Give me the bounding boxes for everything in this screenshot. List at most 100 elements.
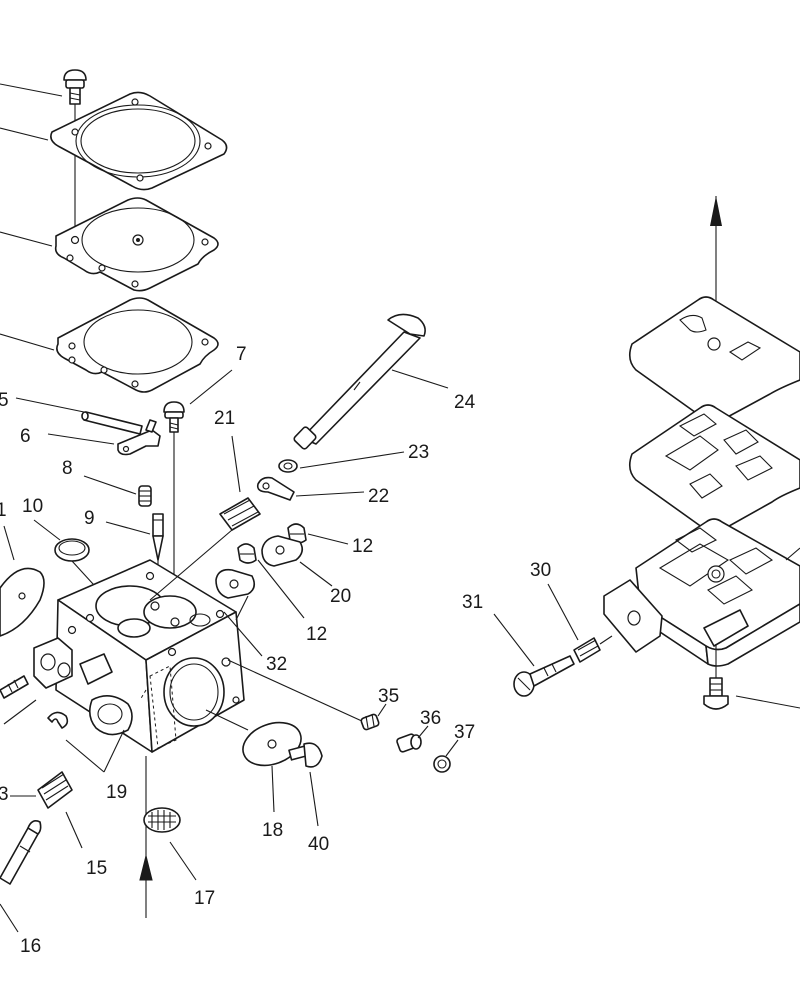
- right-gasket-middle: [628, 404, 800, 533]
- callout-12a: 12: [352, 536, 373, 557]
- adjust-spring: [37, 771, 73, 809]
- leader-19: [103, 729, 125, 773]
- leader-18: [271, 765, 275, 813]
- throttle-disc-18: [242, 721, 302, 767]
- leader-17: [169, 841, 197, 881]
- callout-19: 19: [106, 782, 127, 803]
- flow-arrow-left-outline: [139, 855, 153, 881]
- callout-20: 20: [330, 586, 351, 607]
- leader-16: [0, 903, 19, 933]
- leader-30: [547, 583, 579, 641]
- callout-16: 16: [20, 936, 41, 957]
- idle-screw: [0, 675, 29, 699]
- leader-12b: [257, 559, 305, 619]
- shaft-washer: [278, 459, 298, 473]
- callout-37: 37: [454, 722, 475, 743]
- throttle-spring: [219, 497, 261, 531]
- callout-15: 15: [86, 858, 107, 879]
- metering-lever: [117, 419, 161, 456]
- throttle-shaft: [293, 313, 426, 450]
- screw-31: [513, 655, 575, 697]
- leader-5: [15, 397, 85, 413]
- leader-20: [299, 561, 333, 587]
- filter-screen: [143, 807, 181, 833]
- shaft-lever: [256, 476, 295, 501]
- callout-8: 8: [62, 458, 73, 479]
- leader-24: [391, 369, 449, 389]
- leader-31: [493, 613, 535, 667]
- leader-idle: [3, 699, 37, 725]
- leader-23: [299, 451, 405, 469]
- flow-arrow-right: [710, 196, 722, 226]
- leader-1: [3, 525, 15, 561]
- lever-screw: [163, 401, 185, 433]
- plug-35: [360, 713, 380, 731]
- cover-screw: [63, 69, 87, 105]
- right-gasket-top: [628, 296, 800, 423]
- flow-arrow-left: [140, 856, 152, 880]
- leader-40: [309, 771, 319, 827]
- leader-cover-screw: [0, 83, 63, 97]
- screw-12b: [237, 543, 257, 564]
- callout-35: 35: [378, 686, 399, 707]
- leader-21: [231, 435, 241, 493]
- right-bottom-screw: [703, 677, 729, 710]
- leader-pump-diaphragm: [0, 231, 53, 247]
- lever-pin: [81, 411, 143, 435]
- pump-diaphragm: [54, 197, 219, 292]
- callout-36: 36: [420, 708, 441, 729]
- leader-right-screw: [735, 695, 800, 709]
- bore-guide-2: [205, 709, 249, 731]
- callout-17: 17: [194, 888, 215, 909]
- callout-1: 1: [0, 500, 7, 521]
- callout-7: 7: [236, 344, 247, 365]
- leader-9: [105, 521, 151, 535]
- throttle-plate-32: [215, 568, 256, 599]
- leader-8: [83, 475, 137, 495]
- right-pump-body: [603, 518, 800, 667]
- callout-24: 24: [454, 392, 476, 413]
- leader-10: [33, 519, 61, 541]
- spring-30: [573, 637, 601, 663]
- leader-15: [65, 811, 83, 849]
- spring-guide: [149, 529, 233, 601]
- callout-22: 22: [368, 486, 389, 507]
- leader-35: [377, 703, 387, 717]
- leader-36: [417, 725, 429, 739]
- callout-5: 5: [0, 390, 9, 411]
- callout-6: 6: [20, 426, 31, 447]
- e-clip: [47, 711, 69, 729]
- adjust-needle: [0, 820, 42, 885]
- callout-12b: 12: [306, 624, 327, 645]
- screw-40: [288, 742, 323, 768]
- welch-plug: [54, 538, 90, 562]
- leader-cover-plate: [0, 127, 49, 141]
- leader-right-edge: [785, 547, 800, 561]
- pump-cover-plate: [50, 91, 228, 191]
- partial-disc-1: [0, 567, 45, 637]
- callout-13: 3: [0, 784, 9, 805]
- plug-36: [396, 733, 422, 753]
- throttle-plate-20: [261, 535, 304, 567]
- needle-spring: [138, 485, 152, 507]
- leader-7: [189, 369, 233, 405]
- callout-30: 30: [530, 560, 551, 581]
- inlet-needle: [152, 513, 164, 561]
- callout-40: 40: [308, 834, 329, 855]
- leader-22: [295, 491, 365, 497]
- bore-guide: [227, 659, 365, 723]
- callout-9: 9: [84, 508, 95, 529]
- leader-32: [223, 611, 263, 657]
- leader-12a: [307, 533, 349, 545]
- callout-18: 18: [262, 820, 283, 841]
- leader-6: [47, 433, 115, 445]
- plate-guide: [235, 595, 249, 621]
- o-ring-37: [433, 755, 451, 773]
- leader-19b: [65, 739, 105, 773]
- callout-32: 32: [266, 654, 287, 675]
- callout-21: 21: [214, 408, 235, 429]
- carburetor-body: [33, 559, 245, 753]
- leader-pump-gasket: [0, 333, 55, 351]
- leader-37: [445, 739, 459, 757]
